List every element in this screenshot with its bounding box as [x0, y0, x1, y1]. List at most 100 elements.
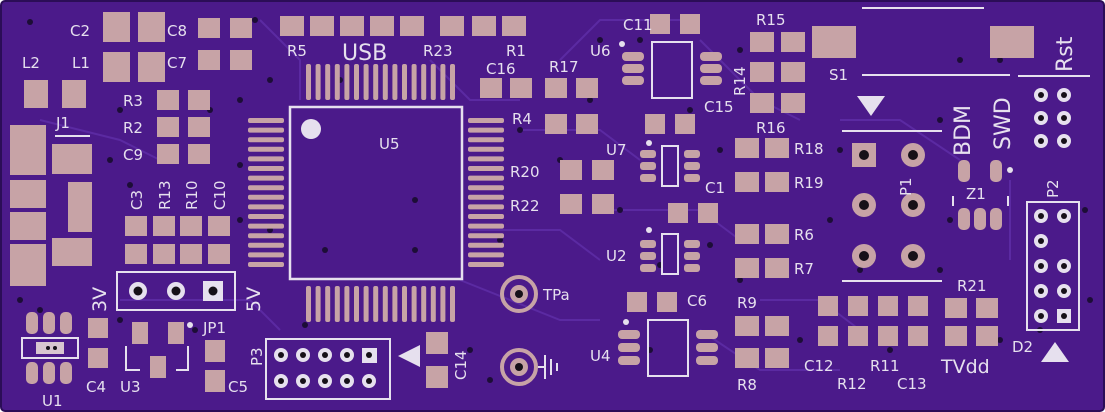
- mcu-pin-top: [440, 64, 446, 100]
- mcu-pin-bottom: [325, 286, 331, 322]
- mcu-pin-bottom: [392, 286, 398, 322]
- label-u5: U5: [379, 135, 400, 153]
- mcu-pin-left: [248, 146, 284, 152]
- mcu-pin-right: [468, 233, 504, 239]
- mcu-pin-top: [363, 64, 369, 100]
- label-r23: R23: [423, 42, 453, 60]
- mcu-pin-bottom: [315, 286, 321, 322]
- connector-p2: [1034, 209, 1071, 323]
- label-r19: R19: [794, 174, 824, 192]
- pin1-arrow-p3: [398, 345, 420, 367]
- mcu-pin-right: [468, 156, 504, 162]
- mcu-pin-right: [468, 194, 504, 200]
- mcu-pin-top: [344, 64, 350, 100]
- label-r21: R21: [957, 277, 987, 295]
- mcu-pin-left: [248, 223, 284, 229]
- label-u6: U6: [590, 42, 611, 60]
- label-c4: C4: [86, 378, 106, 396]
- mcu-u5-pins: [248, 64, 504, 322]
- label-r1: R1: [506, 42, 526, 60]
- cap-c16-pads: [480, 78, 532, 98]
- label-r5: R5: [287, 42, 307, 60]
- label-l2: L2: [22, 54, 40, 72]
- label-r14: R14: [731, 66, 749, 96]
- mcu-pin-right: [468, 146, 504, 152]
- mcu-pin-bottom: [344, 286, 350, 322]
- label-bdm: BDM: [951, 105, 976, 156]
- mcu-pin-top: [421, 64, 427, 100]
- label-c6: C6: [687, 292, 707, 310]
- usb-header-pads: [280, 16, 526, 36]
- testpoint-tpa: [500, 275, 538, 313]
- resistor-r16-pads: [750, 93, 805, 113]
- label-c12: C12: [804, 357, 834, 375]
- mcu-pin-top: [382, 64, 388, 100]
- mcu-pin-bottom: [382, 286, 388, 322]
- mcu-pin-bottom: [363, 286, 369, 322]
- ground-symbol: [538, 355, 558, 379]
- mcu-pin-bottom: [450, 286, 455, 322]
- label-c2: C2: [70, 22, 90, 40]
- silkscreen-labels: C2 C8 C7 L2 L1 J1 R3 R2 C9 C3 R13 R10 C1…: [22, 11, 1078, 410]
- cap-c7-pads: [198, 50, 252, 70]
- label-swd: SWD: [991, 97, 1016, 150]
- switch-s1-pads: [812, 7, 1034, 76]
- cap-c4-pads: [88, 318, 108, 368]
- label-r20: R20: [510, 163, 540, 181]
- ic-u1: [21, 312, 79, 384]
- label-r18: R18: [794, 140, 824, 158]
- mcu-pin-left: [248, 185, 284, 191]
- mcu-pin-bottom: [402, 286, 407, 322]
- mcu-pin-top: [315, 64, 321, 100]
- label-j1: J1: [55, 114, 70, 132]
- cap-c2-pads: [103, 12, 165, 42]
- label-c11: C11: [623, 16, 653, 34]
- resistor-r21-pads: [945, 298, 998, 346]
- label-p3: P3: [248, 347, 266, 366]
- label-u3: U3: [120, 378, 141, 396]
- label-5v: 5V: [243, 287, 265, 312]
- mcu-pin-top: [430, 64, 436, 100]
- resistor-r7-pads: [735, 258, 789, 278]
- mcu-pin-right: [468, 262, 504, 267]
- mcu-pin-bottom: [354, 286, 359, 322]
- mcu-pin-left: [248, 262, 284, 267]
- mcu-pin-right: [468, 166, 504, 171]
- mcu-pin-left: [248, 166, 284, 171]
- mcu-pin-left: [248, 127, 284, 133]
- resistor-r15-pads: [750, 32, 805, 52]
- ic-u4: [618, 319, 718, 377]
- mcu-pin-left: [248, 214, 284, 219]
- resistor-r18-pads: [735, 138, 789, 158]
- label-r15: R15: [756, 11, 786, 29]
- label-rst: Rst: [1053, 36, 1078, 72]
- cap-u7-top-pads: [645, 114, 695, 134]
- resistor-r2-pads: [157, 117, 210, 137]
- diode-z1: [952, 160, 1013, 230]
- label-r6: R6: [794, 226, 814, 244]
- resistor-r6-pads: [735, 224, 789, 244]
- mcu-pin-right: [468, 223, 504, 229]
- mcu-pin-top: [354, 64, 359, 100]
- mcu-pin-left: [248, 252, 284, 258]
- mcu-pin-left: [248, 118, 284, 123]
- label-p1: P1: [897, 177, 915, 196]
- cap-c11-pads: [650, 14, 700, 34]
- label-r9: R9: [737, 294, 757, 312]
- cap-c8-pads: [198, 18, 252, 38]
- mcu-pin-left: [248, 137, 284, 143]
- mcu-pin-right: [468, 127, 504, 133]
- mcu-pin-right: [468, 185, 504, 191]
- label-r11: R11: [870, 357, 900, 375]
- label-c3: C3: [128, 190, 146, 210]
- label-c9: C9: [123, 146, 143, 164]
- mcu-pin-left: [248, 194, 284, 200]
- label-r10: R10: [183, 180, 201, 210]
- label-d2: D2: [1012, 338, 1033, 356]
- label-r3: R3: [123, 92, 143, 110]
- mcu-pin-bottom: [430, 286, 436, 322]
- label-r2: R2: [123, 119, 143, 137]
- label-c14: C14: [452, 350, 470, 380]
- label-r22: R22: [510, 197, 540, 215]
- ic-u2: [640, 227, 700, 275]
